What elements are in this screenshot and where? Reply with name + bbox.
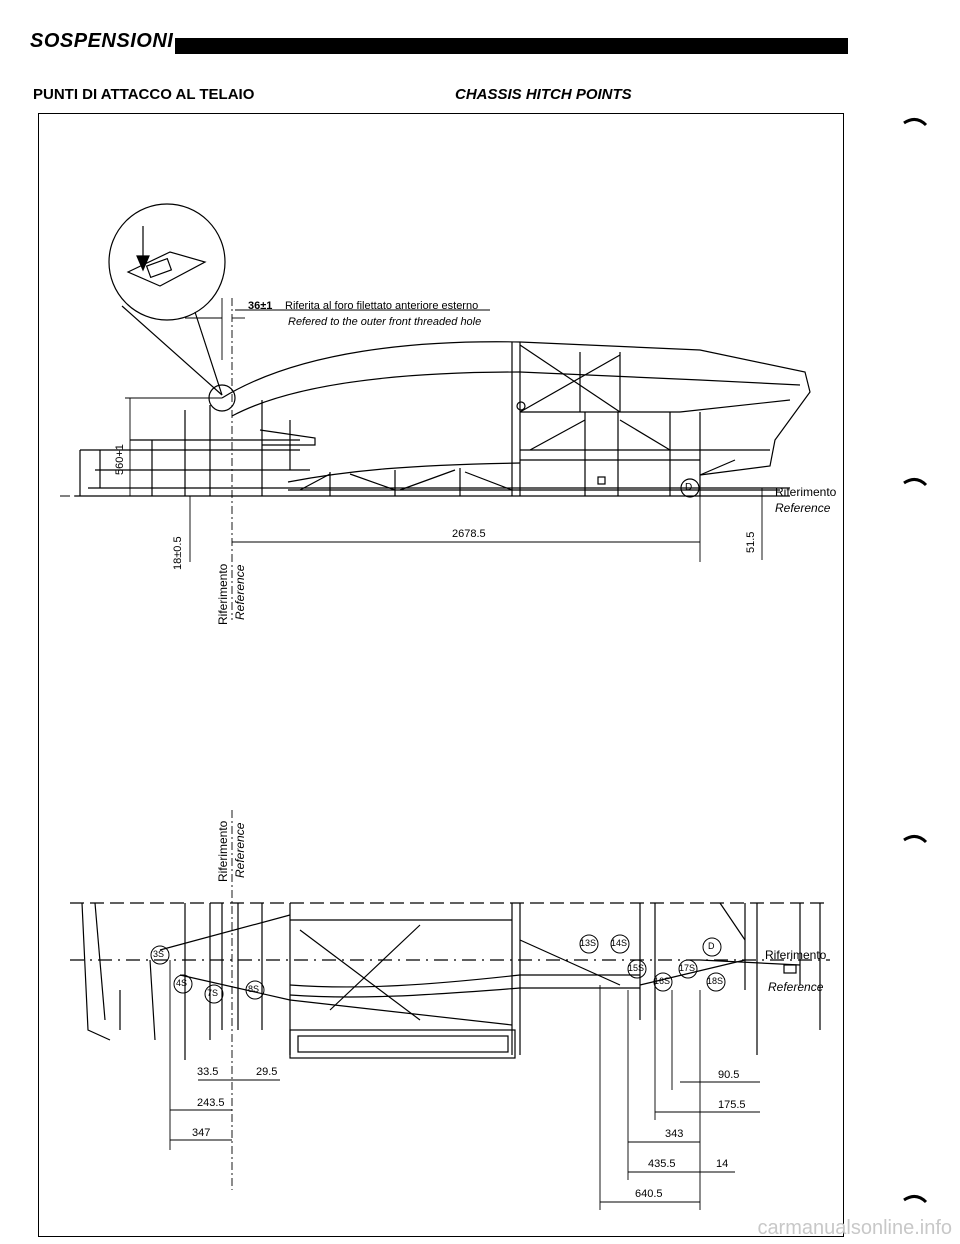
dim-640-5: 640.5 (635, 1188, 663, 1200)
point-3s: 3S (153, 949, 165, 959)
point-14s: 14S (611, 938, 628, 948)
dim-175-5: 175.5 (718, 1099, 746, 1111)
side-view-dimensions (60, 298, 790, 620)
plan-view-point-circles (150, 934, 726, 1004)
dim-33-5: 33.5 (197, 1066, 219, 1078)
offset-value: 36±1 (248, 300, 273, 312)
point-13s: 13S (580, 938, 597, 948)
length-dimension: 2678.5 (452, 528, 486, 540)
point-7s: 7S (207, 988, 219, 998)
dim-435-5: 435.5 (648, 1158, 676, 1170)
dim-14: 14 (716, 1158, 729, 1170)
detail-inset (108, 203, 236, 412)
page-title-italian: PUNTI DI ATTACCO AL TELAIO (33, 86, 255, 103)
diagram-frame (38, 113, 844, 1237)
plan-view-chassis (70, 902, 830, 1060)
dim-90-5: 90.5 (718, 1069, 740, 1081)
plan-reference-label-italian: Riferimento (765, 948, 827, 962)
offset-note-italian: Riferita al foro filettato anteriore est… (285, 300, 479, 312)
page-title-english: CHASSIS HITCH POINTS (455, 86, 632, 103)
point-18s: 18S (707, 976, 724, 986)
dim-347: 347 (192, 1127, 211, 1139)
point-d-label: D (685, 482, 693, 493)
dim-243-5: 243.5 (197, 1097, 225, 1109)
dim-29-5: 29.5 (256, 1066, 278, 1078)
point-8s: 8S (248, 984, 260, 994)
plan-view-dimensions (169, 810, 760, 1210)
point-16s: 16S (654, 976, 671, 986)
point-15s: 15S (628, 963, 645, 973)
dim-343: 343 (665, 1128, 684, 1140)
header-bar (175, 38, 848, 54)
point-17s: 17S (679, 963, 696, 973)
reference-label-italian: Riferimento (775, 485, 837, 499)
offset-note-english: Refered to the outer front threaded hole (288, 316, 482, 328)
point-d-plan: D (708, 941, 715, 951)
point-4s: 4S (176, 978, 188, 988)
watermark: carmanualsonline.info (757, 1217, 952, 1239)
plan-reference-label-english: Reference (768, 980, 824, 994)
reference-label-english: Reference (775, 501, 831, 515)
section-title: SOSPENSIONI (30, 30, 174, 52)
